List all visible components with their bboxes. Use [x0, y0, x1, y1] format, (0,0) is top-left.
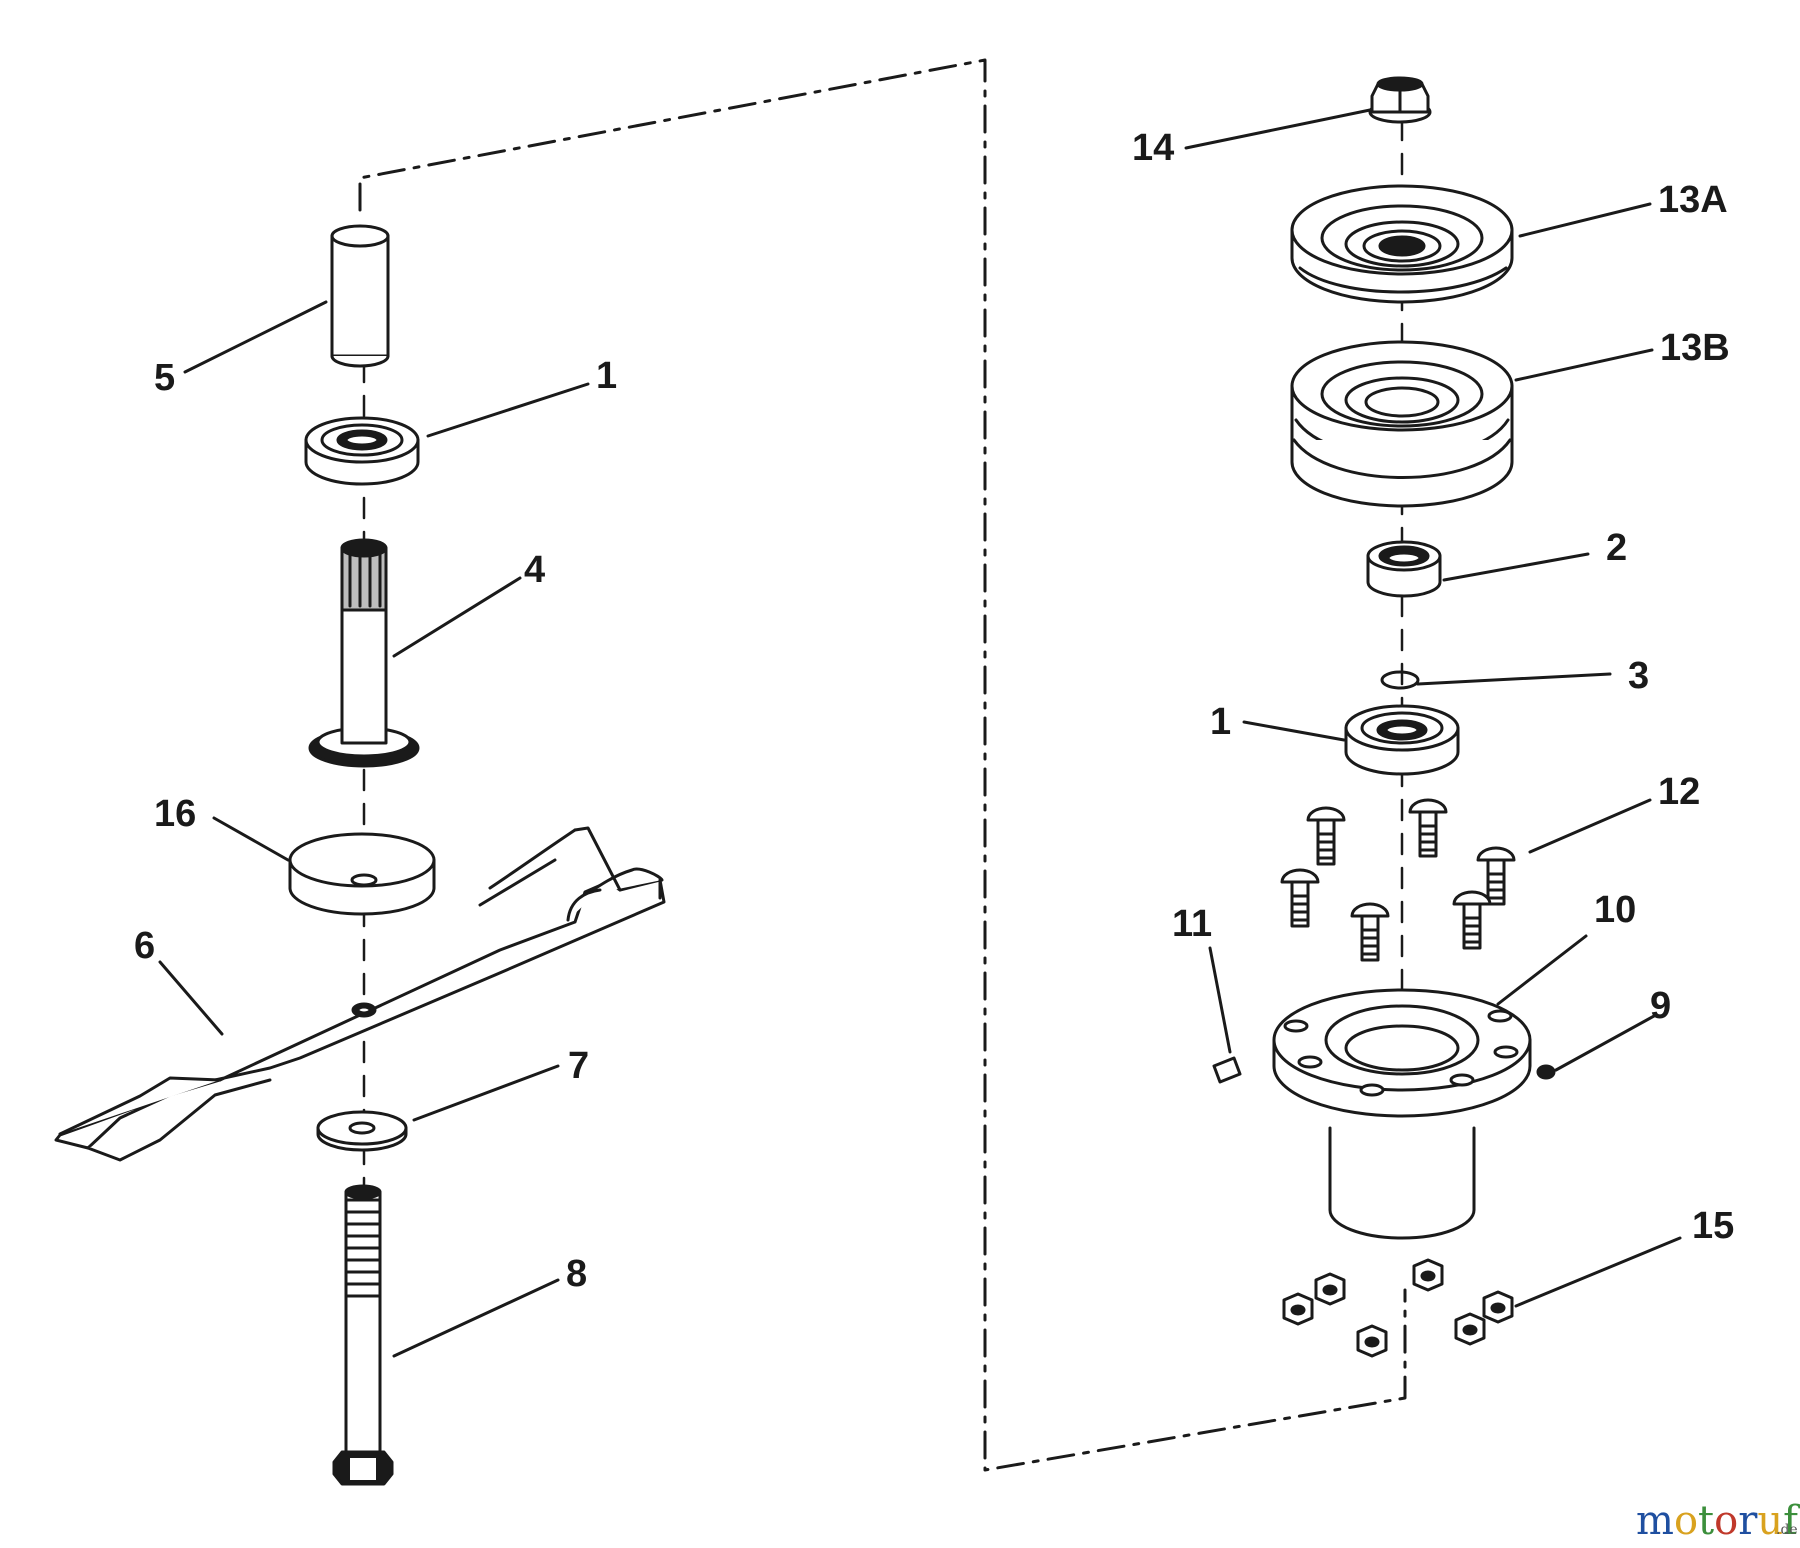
flat-washer-part — [316, 1110, 408, 1152]
watermark-tld: .de — [1776, 1522, 1798, 1538]
mower-blade-part — [54, 826, 666, 1162]
callout-4: 4 — [524, 549, 545, 591]
blade-bolt-part — [332, 1184, 394, 1486]
callout-3: 3 — [1628, 655, 1649, 697]
callout-1-left: 1 — [596, 355, 617, 397]
assembly-boundary-line — [358, 58, 1407, 1472]
pulley-13a-part — [1290, 184, 1514, 304]
bearing-left-part — [304, 416, 420, 486]
snap-ring-part — [1380, 670, 1420, 690]
lock-nut-part — [1282, 1258, 1514, 1358]
svg-text:motoruf: motoruf — [1636, 1498, 1800, 1544]
bearing-right-part — [1344, 704, 1460, 776]
spindle-shaft-part — [308, 538, 420, 768]
callout-14: 14 — [1132, 127, 1174, 169]
callout-10: 10 — [1594, 889, 1636, 931]
spindle-housing-part — [1272, 988, 1532, 1240]
watermark-letter-r: r — [1738, 1498, 1758, 1544]
watermark-letter-o2: o — [1714, 1498, 1738, 1544]
callout-1-right: 1 — [1210, 701, 1231, 743]
watermark-letter-t: t — [1698, 1498, 1714, 1544]
callout-8: 8 — [566, 1253, 587, 1295]
callout-11: 11 — [1172, 903, 1212, 945]
spacer-tube-part — [330, 224, 390, 368]
callout-2: 2 — [1606, 527, 1627, 569]
watermark-letter-o1: o — [1674, 1498, 1698, 1544]
hex-nut-top-part — [1368, 76, 1432, 124]
callout-13a: 13A — [1658, 179, 1728, 221]
cup-washer-part — [288, 832, 436, 916]
grease-fitting-part — [1536, 1064, 1556, 1080]
small-insert-part — [1212, 1056, 1242, 1084]
watermark-letter-f: f — [1783, 1498, 1800, 1544]
callout-6: 6 — [134, 925, 155, 967]
watermark-letter-u: u — [1757, 1498, 1783, 1544]
callout-5: 5 — [154, 357, 175, 399]
leader-lines — [158, 108, 1682, 1358]
motoruf-watermark-logo: motoruf .de — [1636, 1498, 1800, 1544]
callout-13b: 13B — [1660, 327, 1730, 369]
callout-9: 9 — [1650, 985, 1671, 1027]
carriage-bolt-part — [1280, 798, 1516, 962]
watermark-letter-m: m — [1636, 1498, 1674, 1544]
callout-12: 12 — [1658, 771, 1700, 813]
bearing-spacer-part — [1366, 540, 1442, 598]
callout-7: 7 — [568, 1045, 589, 1087]
callout-15: 15 — [1692, 1205, 1734, 1247]
callout-16: 16 — [154, 793, 196, 835]
pulley-13b-part — [1290, 340, 1514, 508]
